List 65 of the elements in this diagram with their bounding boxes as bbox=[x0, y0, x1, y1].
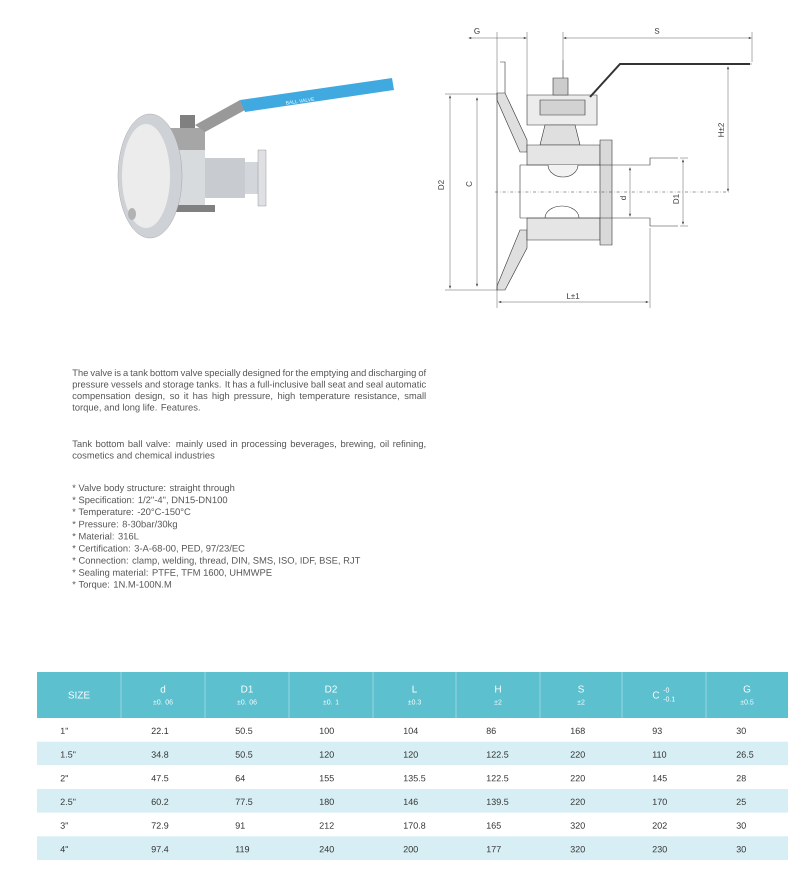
feature-item: * Valve body structure: straight through bbox=[72, 484, 234, 493]
table-cell: 72.9 bbox=[121, 812, 205, 836]
table-cell: 110 bbox=[622, 742, 706, 766]
table-cell: 220 bbox=[540, 765, 622, 789]
table-cell: 64 bbox=[205, 765, 289, 789]
table-cell: 320 bbox=[540, 836, 622, 860]
feature-item: * Specification: 1/2"-4", DN15-DN100 bbox=[72, 496, 228, 506]
table-cell: 34.8 bbox=[121, 742, 205, 766]
table-cell: 202 bbox=[622, 812, 706, 836]
table-cell: 220 bbox=[540, 789, 622, 813]
dimension-label: H±2 bbox=[717, 122, 725, 138]
table-cell: 177 bbox=[456, 836, 540, 860]
table-cell: 1.5" bbox=[37, 742, 121, 766]
table-cell: 28 bbox=[706, 765, 788, 789]
table-cell: 4" bbox=[37, 836, 121, 860]
table-cell: 30 bbox=[706, 812, 788, 836]
table-cell: 135.5 bbox=[373, 765, 456, 789]
table-cell: 240 bbox=[289, 836, 373, 860]
dimension-label: D2 bbox=[437, 178, 445, 192]
table-cell: 146 bbox=[373, 789, 456, 813]
dimension-label: S bbox=[653, 27, 661, 35]
table-cell: 26.5 bbox=[706, 742, 788, 766]
table-cell: 2.5" bbox=[37, 789, 121, 813]
table-cell: 165 bbox=[456, 812, 540, 836]
dimension-label: G bbox=[472, 27, 482, 35]
table-cell: 122.5 bbox=[456, 765, 540, 789]
table-cell: 155 bbox=[289, 765, 373, 789]
table-cell: 320 bbox=[540, 812, 622, 836]
dimension-label: d bbox=[619, 194, 627, 202]
dimension-label: C bbox=[465, 180, 473, 188]
dimension-label: D1 bbox=[672, 192, 680, 206]
table-cell: 60.2 bbox=[121, 789, 205, 813]
table-cell: 230 bbox=[622, 836, 706, 860]
feature-item: * Sealing material: PTFE, TFM 1600, UHMWPE bbox=[72, 568, 272, 578]
feature-item: * Pressure: 8-30bar/30kg bbox=[72, 520, 177, 530]
feature-item: * Temperature: -20°C-150°C bbox=[72, 508, 190, 517]
table-cell: 170 bbox=[622, 789, 706, 813]
table-cell: 200 bbox=[373, 836, 456, 860]
table-cell: 220 bbox=[540, 742, 622, 766]
dimension-label: L±1 bbox=[565, 292, 581, 300]
feature-item: * Torque: 1N.M-100N.M bbox=[72, 581, 172, 590]
table-cell: 50.5 bbox=[205, 742, 289, 766]
table-cell: 25 bbox=[706, 789, 788, 813]
table-cell: 120 bbox=[373, 742, 456, 766]
table-cell: 180 bbox=[289, 789, 373, 813]
table-cell: 77.5 bbox=[205, 789, 289, 813]
table-cell: 2" bbox=[37, 765, 121, 789]
table-cell: 47.5 bbox=[121, 765, 205, 789]
table-cell: 3" bbox=[37, 812, 121, 836]
table-cell: 91 bbox=[205, 812, 289, 836]
table-cell: 139.5 bbox=[456, 789, 540, 813]
table-cell: 120 bbox=[289, 742, 373, 766]
table-cell: 170.8 bbox=[373, 812, 456, 836]
feature-item: * Material: 316L bbox=[72, 532, 139, 540]
feature-item: * Connection: clamp, welding, thread, DIN, SMS, ISO, IDF, BSE, RJT bbox=[72, 556, 360, 566]
table-cell: 212 bbox=[289, 812, 373, 836]
table-cell: 97.4 bbox=[121, 836, 205, 860]
description-paragraph: Tank bottom ball valve: mainly used in processing beverages, brewing, oil refining, cosmetics and chemical industries bbox=[72, 440, 426, 459]
table-cell: 119 bbox=[205, 836, 289, 860]
description-paragraph: The valve is a tank bottom valve specially designed for the emptying and discharging of pressure vessels and storage tanks. It has a full-inclusive ball seat and seal automatic compensation design, so it has high pressure, high temperature resistance, small torque, and long life. Features. bbox=[72, 369, 426, 412]
table-cell: 30 bbox=[706, 836, 788, 860]
feature-item: * Certification: 3-A-68-00, PED, 97/23/EC bbox=[72, 544, 245, 553]
table-cell: 122.5 bbox=[456, 742, 540, 766]
header-cell: SIZE bbox=[37, 672, 121, 718]
table-cell: 145 bbox=[622, 765, 706, 789]
